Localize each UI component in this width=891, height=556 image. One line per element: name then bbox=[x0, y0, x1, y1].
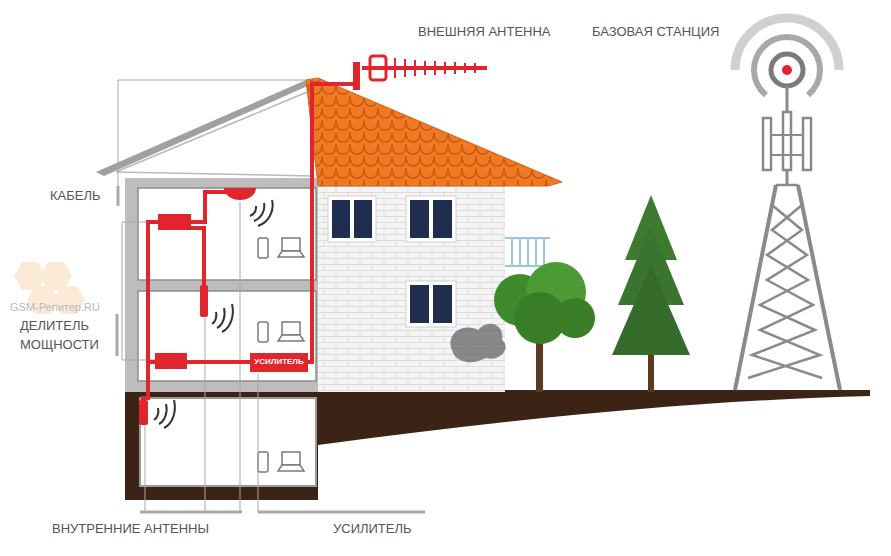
signal-waves bbox=[154, 200, 273, 428]
leader-lines-part bbox=[145, 425, 146, 512]
devices-part bbox=[258, 238, 268, 258]
leader-lines-part bbox=[205, 318, 206, 512]
signal-waves-part bbox=[212, 304, 233, 332]
leader-lines-part bbox=[140, 511, 242, 514]
balcony-part bbox=[505, 238, 550, 266]
antennas-part bbox=[395, 58, 475, 78]
amplifier-label: УСИЛИТЕЛЬ bbox=[333, 519, 412, 538]
devices-part bbox=[258, 322, 268, 342]
middle-room bbox=[138, 291, 316, 381]
devices-part bbox=[258, 452, 268, 472]
cable-network-part bbox=[300, 84, 356, 362]
base-station-part bbox=[771, 154, 803, 156]
base-station-part bbox=[771, 134, 803, 136]
antennas-part bbox=[139, 400, 148, 425]
windows-part bbox=[406, 281, 456, 327]
devices-part bbox=[282, 322, 300, 335]
conifer-tree-part bbox=[612, 265, 690, 355]
amplifier-text: УСИЛИТЕЛЬ bbox=[250, 357, 308, 367]
cable-network bbox=[143, 84, 356, 412]
devices-part bbox=[282, 452, 300, 465]
antennas-part bbox=[370, 56, 386, 80]
amplifier-box: УСИЛИТЕЛЬ bbox=[250, 353, 308, 372]
smoke bbox=[450, 324, 505, 362]
antennas-part bbox=[200, 285, 208, 317]
cable-network-part bbox=[148, 222, 160, 362]
windows-part bbox=[433, 200, 452, 238]
cable-label: КАБЕЛЬ bbox=[50, 186, 101, 205]
basement-room bbox=[140, 398, 316, 486]
windows bbox=[328, 196, 456, 327]
base-station-part bbox=[735, 18, 839, 70]
ground bbox=[125, 390, 870, 500]
windows-part bbox=[328, 196, 376, 242]
base-station-part bbox=[803, 118, 811, 170]
base-station-part bbox=[783, 112, 791, 170]
base-station-part bbox=[735, 185, 840, 390]
leader-lines-part bbox=[117, 186, 120, 206]
attic bbox=[116, 90, 312, 176]
leader-lines-part bbox=[122, 222, 155, 360]
leader-lines-part bbox=[116, 314, 119, 356]
devices-part bbox=[278, 465, 304, 471]
cable-network-part bbox=[185, 360, 250, 364]
antennas-part bbox=[353, 62, 360, 90]
leader-lines-part bbox=[258, 374, 259, 512]
leader-lines-part bbox=[240, 202, 241, 512]
conifer-tree bbox=[612, 195, 690, 392]
tiled-roof bbox=[306, 78, 562, 186]
devices-part bbox=[278, 335, 304, 341]
base-station-part bbox=[771, 54, 803, 86]
leader-lines-part bbox=[118, 80, 306, 186]
splitter-label: ДЕЛИТЕЛЬ МОЩНОСТИ bbox=[20, 316, 116, 354]
antennas-part bbox=[158, 214, 191, 230]
conifer-tree-part bbox=[648, 350, 654, 392]
base-station-part bbox=[748, 185, 822, 378]
devices-part bbox=[282, 238, 300, 251]
windows-part bbox=[410, 200, 429, 238]
signal-waves-part bbox=[250, 200, 273, 226]
top-room bbox=[138, 188, 316, 280]
station-label: БАЗОВАЯ СТАНЦИЯ bbox=[592, 22, 719, 41]
balcony bbox=[505, 238, 550, 266]
windows-part bbox=[406, 196, 456, 242]
deciduous-tree-part bbox=[555, 298, 595, 338]
base-station-part bbox=[763, 118, 771, 170]
watermark-logo-part bbox=[40, 262, 72, 290]
antenna-label: ВНЕШНЯЯ АНТЕННА bbox=[418, 22, 551, 41]
deciduous-tree bbox=[494, 262, 595, 392]
windows-part bbox=[410, 285, 429, 323]
left-roof bbox=[96, 80, 312, 176]
antennas-part bbox=[224, 188, 256, 200]
antennas-part bbox=[155, 353, 187, 369]
leader-lines bbox=[117, 80, 425, 512]
indoor-antennas-label: ВНУТРЕННИЕ АНТЕННЫ bbox=[52, 519, 209, 538]
devices-part bbox=[278, 251, 304, 257]
antennas bbox=[139, 56, 487, 425]
brick-wall bbox=[318, 183, 505, 392]
windows-part bbox=[354, 200, 372, 238]
windows-part bbox=[332, 200, 350, 238]
base-station-part bbox=[782, 65, 792, 75]
leader-lines-part bbox=[258, 511, 425, 514]
signal-waves-part bbox=[154, 400, 175, 428]
base-station bbox=[735, 18, 840, 390]
watermark: GSM-Репитер.RU bbox=[10, 300, 100, 315]
windows-part bbox=[433, 285, 452, 323]
